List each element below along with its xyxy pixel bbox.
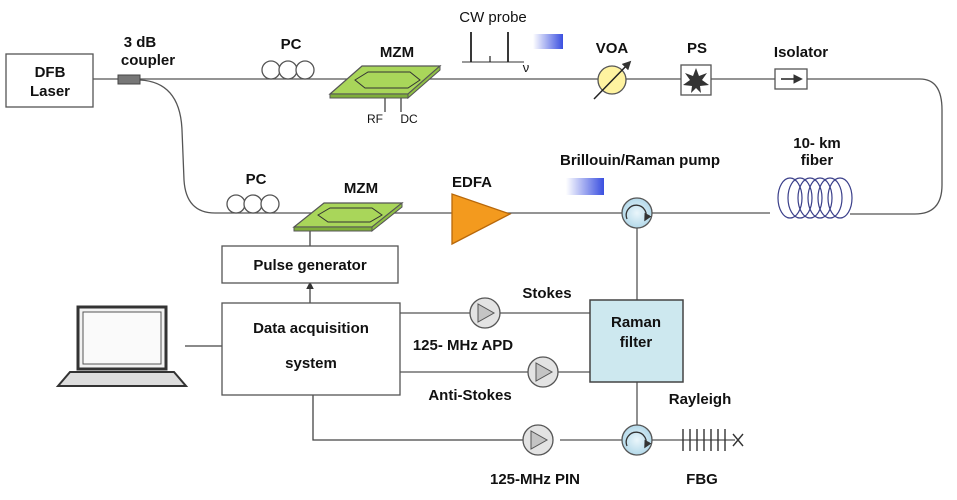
pc-top: PC: [261, 36, 315, 80]
pc-bottom: PC: [226, 171, 280, 214]
dfb-laser-label-2: Laser: [30, 83, 70, 100]
polarization-scrambler-icon: [680, 64, 712, 96]
fbg-label: FBG: [686, 471, 718, 488]
photodetector-icon: [522, 424, 554, 456]
fiber-spool-icon: [777, 177, 853, 219]
mzm-bottom-label: MZM: [344, 180, 378, 197]
pump-label: Brillouin/Raman pump: [560, 152, 720, 169]
laptop-icon: [55, 305, 189, 387]
isolator: Isolator: [774, 44, 828, 90]
mzm-top-label: MZM: [380, 44, 414, 61]
dfb-laser-box: [5, 53, 94, 108]
coupler: 3 dB coupler: [117, 34, 175, 85]
stokes-detector: Stokes: [469, 285, 572, 329]
photodetector-icon: [469, 297, 501, 329]
daq-label-2: system: [285, 355, 337, 372]
mzm-top: MZM RF DC: [328, 44, 442, 126]
ps: PS: [680, 40, 712, 96]
rayleigh-label: Rayleigh: [669, 391, 732, 408]
dc-label: DC: [400, 112, 418, 126]
fiber-label-2: fiber: [801, 152, 834, 169]
raman-filter: Raman filter: [589, 299, 684, 383]
fiber-spool: 10- km fiber: [777, 135, 853, 219]
apd-label: 125- MHz APD: [413, 337, 513, 354]
amplifier-icon: [451, 193, 512, 246]
top-fiber-line: [140, 78, 943, 215]
fiber-paths: [93, 78, 943, 441]
daq-box: [221, 302, 401, 396]
raman-filter-box: [589, 299, 684, 383]
attenuator-icon: [593, 60, 632, 100]
pump: Brillouin/Raman pump: [560, 152, 720, 195]
dfb-laser-label-1: DFB: [35, 64, 66, 81]
circulator-top: [621, 197, 653, 229]
fiber-label-1: 10- km: [793, 135, 841, 152]
voa-label: VOA: [596, 40, 629, 57]
daq-label-1: Data acquisition: [253, 320, 369, 337]
rf-label: RF: [367, 112, 383, 126]
pulse-generator-label: Pulse generator: [253, 257, 367, 274]
cw-probe-label: CW probe: [459, 9, 527, 26]
mzm-bottom: MZM: [292, 180, 404, 233]
coupler-block: [117, 74, 141, 85]
anti-stokes-detector: Anti-Stokes: [428, 356, 559, 404]
pulse-generator-box: [221, 245, 399, 284]
dfb-laser: DFB Laser: [5, 53, 94, 108]
voa: VOA: [593, 40, 632, 100]
raman-filter-label-2: filter: [620, 334, 653, 351]
fbg: FBG: [682, 429, 744, 488]
raman-filter-label-1: Raman: [611, 314, 661, 331]
bottom-fiber-line: [139, 79, 770, 214]
isolator-label: Isolator: [774, 44, 828, 61]
pump-light-swatch: [566, 178, 604, 195]
cw-probe-spectrum: CW probe ν: [459, 9, 563, 75]
anti-stokes-label: Anti-Stokes: [428, 387, 511, 404]
edfa-label: EDFA: [452, 174, 492, 191]
circulator-icon: [621, 197, 653, 229]
data-acquisition-system: Data acquisition system: [221, 302, 401, 396]
fbg-grating-icon: [682, 429, 744, 451]
pc-bottom-label: PC: [246, 171, 267, 188]
edfa: EDFA: [451, 174, 512, 246]
circulator-bottom: [621, 424, 653, 456]
pc-top-label: PC: [281, 36, 302, 53]
ps-label: PS: [687, 40, 707, 57]
photodetector-icon: [527, 356, 559, 388]
pin-detector: 125-MHz PIN: [490, 424, 580, 488]
probe-light-swatch: [533, 34, 563, 49]
coupler-label-2: coupler: [121, 52, 175, 69]
polarization-controller-icon: [261, 60, 315, 80]
daq-to-pin-wire: [312, 395, 523, 441]
stokes-label: Stokes: [522, 285, 571, 302]
pulse-generator: Pulse generator: [221, 245, 399, 284]
nu-label: ν: [523, 60, 530, 75]
coupler-label-1: 3 dB: [124, 34, 157, 51]
polarization-controller-icon: [226, 194, 280, 214]
circulator-icon: [621, 424, 653, 456]
pin-label: 125-MHz PIN: [490, 471, 580, 488]
